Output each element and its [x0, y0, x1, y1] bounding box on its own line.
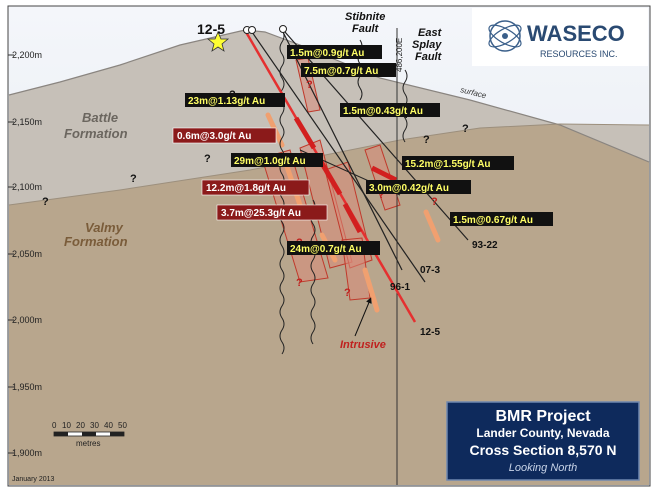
question-mark: ?: [306, 79, 313, 91]
scale-tick-label: 30: [90, 421, 99, 430]
elev-label: 2,150m: [12, 117, 42, 127]
battle-formation-area: [9, 30, 649, 205]
hole-96-1-label: 96-1: [390, 282, 410, 293]
intercept-label: 29m@1.0g/t Au: [234, 156, 306, 167]
project-title: BMR Project: [495, 408, 591, 425]
question-mark: ?: [462, 123, 469, 135]
collar-circle: [248, 26, 256, 34]
east-splay-fault-label-2: Splay: [412, 39, 442, 51]
intercept-label: 7.5m@0.7g/t Au: [304, 66, 378, 77]
intercept-label: 0.6m@3.0g/t Au: [177, 131, 251, 142]
scale-tick-label: 40: [104, 421, 113, 430]
intercept-label: 3.7m@25.3g/t Au: [221, 208, 301, 219]
company-subtitle: RESOURCES INC.: [540, 49, 618, 59]
hole-12-5-bottom-label: 12-5: [420, 327, 440, 338]
intercept-label: 12.2m@1.8g/t Au: [206, 183, 286, 194]
atom-logo-icon: [489, 20, 521, 52]
battle-label-2: Formation: [64, 126, 128, 141]
intercept-label: 23m@1.13g/t Au: [188, 96, 265, 107]
intercept-labels-yellow: 1.5m@0.9g/t Au 7.5m@0.7g/t Au 23m@1.13g/…: [185, 45, 553, 255]
question-mark: ?: [378, 189, 385, 201]
elev-label: 1,900m: [12, 448, 42, 458]
topographic-surface-line: [8, 29, 650, 163]
question-mark: ?: [130, 173, 137, 185]
intercept-label: 1.5m@0.9g/t Au: [290, 48, 364, 59]
question-mark: ?: [423, 134, 430, 146]
scale-tick-label: 20: [76, 421, 85, 430]
waseco-logo: WASECO RESOURCES INC.: [472, 8, 648, 66]
section-label: Cross Section 8,570 N: [469, 442, 616, 458]
valmy-label-2: Formation: [64, 234, 128, 249]
company-name: WASECO: [527, 21, 625, 46]
elev-label: 2,000m: [12, 315, 42, 325]
scale-unit-label: metres: [76, 439, 100, 448]
hole-12-5-top-label: 12-5: [197, 21, 225, 37]
east-splay-fault-label-3: Fault: [415, 51, 443, 63]
question-mark: ?: [431, 196, 438, 208]
elev-label: 2,200m: [12, 50, 42, 60]
hole-93-22-label: 93-22: [472, 240, 498, 251]
intercept-label: 1.5m@0.43g/t Au: [343, 106, 423, 117]
hole-07-3-trace: [251, 31, 426, 283]
scale-tick-label: 50: [118, 421, 127, 430]
looking-label: Looking North: [509, 462, 578, 474]
intercept-label: 3.0m@0.42g/t Au: [369, 183, 449, 194]
scale-tick-label: 10: [62, 421, 71, 430]
intercept-label: 24m@0.7g/t Au: [290, 244, 362, 255]
date-label: January 2013: [12, 476, 55, 483]
intercept-label: 15.2m@1.55g/t Au: [405, 159, 491, 170]
intrusive-arrow: [354, 297, 372, 337]
easting-label: 486,200E: [395, 38, 404, 72]
formation-contact-line: [8, 123, 650, 206]
intercept-labels-red: 0.6m@3.0g/t Au 12.2m@1.8g/t Au 3.7m@25.3…: [172, 127, 328, 221]
hole-07-3-label: 07-3: [420, 265, 440, 276]
title-box: BMR Project Lander County, Nevada Cross …: [446, 401, 640, 481]
question-mark: ?: [204, 153, 211, 165]
valmy-label-1: Valmy: [85, 220, 124, 235]
battle-label-1: Battle: [82, 110, 118, 125]
scale-tick-label: 0: [52, 421, 57, 430]
east-splay-fault-label-1: East: [418, 27, 443, 39]
question-mark: ?: [42, 196, 49, 208]
question-mark: ?: [296, 277, 303, 289]
hole-12-5-intercepts: [293, 116, 398, 234]
stibnite-fault-label-2: Fault: [352, 23, 380, 35]
stibnite-fault-label-1: Stibnite: [345, 11, 385, 23]
intercept-label: 1.5m@0.67g/t Au: [453, 215, 533, 226]
elevation-axis: 2,200m 2,150m 2,100m 2,050m 2,000m 1,950…: [8, 50, 42, 458]
intrusive-label: Intrusive: [340, 339, 386, 351]
scale-bar: 0 10 20 30 40 50 metres: [52, 421, 127, 448]
question-mark: ?: [344, 287, 351, 299]
elev-label: 2,100m: [12, 182, 42, 192]
collar-circle: [279, 25, 287, 33]
elev-label: 2,050m: [12, 249, 42, 259]
county-label: Lander County, Nevada: [476, 426, 609, 440]
elev-label: 1,950m: [12, 382, 42, 392]
star-icon: [206, 30, 230, 52]
